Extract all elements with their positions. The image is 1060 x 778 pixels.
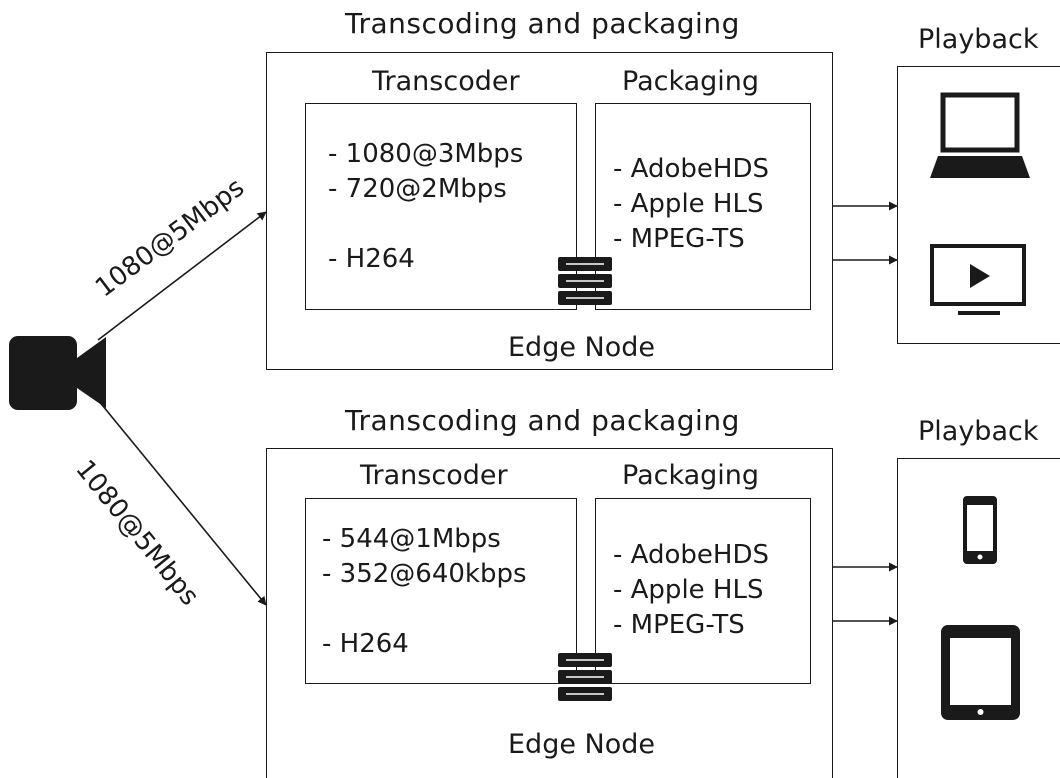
server-icon bbox=[558, 257, 612, 305]
pipeline-1-playback-title: Playback bbox=[918, 24, 1039, 55]
stream-arrow-top bbox=[97, 211, 267, 341]
pipeline-2-playback-title: Playback bbox=[918, 416, 1039, 447]
packaging-format: - AdobeHDS bbox=[613, 540, 769, 570]
pipeline-2-title: Transcoding and packaging bbox=[345, 404, 740, 437]
pipeline-1-packaging-title: Packaging bbox=[622, 66, 760, 97]
transcoder-codec: - H264 bbox=[328, 244, 415, 274]
transcoder-profile: - 352@640kbps bbox=[322, 559, 527, 589]
pipeline-2-transcoder-title: Transcoder bbox=[360, 460, 508, 491]
packaging-format: - AdobeHDS bbox=[613, 154, 769, 184]
pipeline-1-transcoder-profiles: - 1080@3Mbps - 720@2Mbps - H264 bbox=[328, 137, 523, 277]
pipeline-1-edge-node-label: Edge Node bbox=[508, 332, 655, 363]
pipeline-1-title: Transcoding and packaging bbox=[345, 7, 740, 40]
transcoder-profile: - 720@2Mbps bbox=[328, 174, 507, 204]
server-icon bbox=[558, 653, 612, 701]
pipeline-1-transcoder-title: Transcoder bbox=[372, 66, 520, 97]
pipeline-2-packaging-box bbox=[595, 498, 811, 684]
pipeline-2-edge-node-label: Edge Node bbox=[508, 729, 655, 760]
transcoder-profile: - 1080@3Mbps bbox=[328, 139, 524, 169]
tablet-icon bbox=[941, 625, 1020, 720]
pipeline-1-transcoder-box bbox=[305, 103, 577, 310]
packaging-format: - MPEG-TS bbox=[613, 610, 745, 640]
pipeline-2-packaging-formats: - AdobeHDS - Apple HLS - MPEG-TS bbox=[613, 538, 769, 643]
laptop-icon bbox=[930, 92, 1030, 178]
transcoder-profile: - 544@1Mbps bbox=[322, 524, 501, 554]
pipeline-1-playback-box bbox=[897, 66, 1060, 344]
pipeline-1-packaging-box bbox=[595, 103, 811, 310]
transcoder-codec: - H264 bbox=[322, 629, 409, 659]
packaging-format: - MPEG-TS bbox=[613, 224, 745, 254]
pipeline-2-transcoder-box bbox=[305, 498, 577, 684]
pipeline-1-packaging-formats: - AdobeHDS - Apple HLS - MPEG-TS bbox=[613, 152, 769, 257]
packaging-format: - Apple HLS bbox=[613, 575, 764, 605]
smartphone-icon bbox=[963, 496, 997, 564]
tv-player-icon bbox=[930, 244, 1026, 315]
video-camera-icon bbox=[9, 336, 106, 410]
packaging-format: - Apple HLS bbox=[613, 189, 764, 219]
stream-arrow-bottom bbox=[97, 399, 267, 606]
pipeline-2-transcoder-profiles: - 544@1Mbps - 352@640kbps - H264 bbox=[322, 522, 527, 662]
pipeline-2-packaging-title: Packaging bbox=[622, 460, 760, 491]
